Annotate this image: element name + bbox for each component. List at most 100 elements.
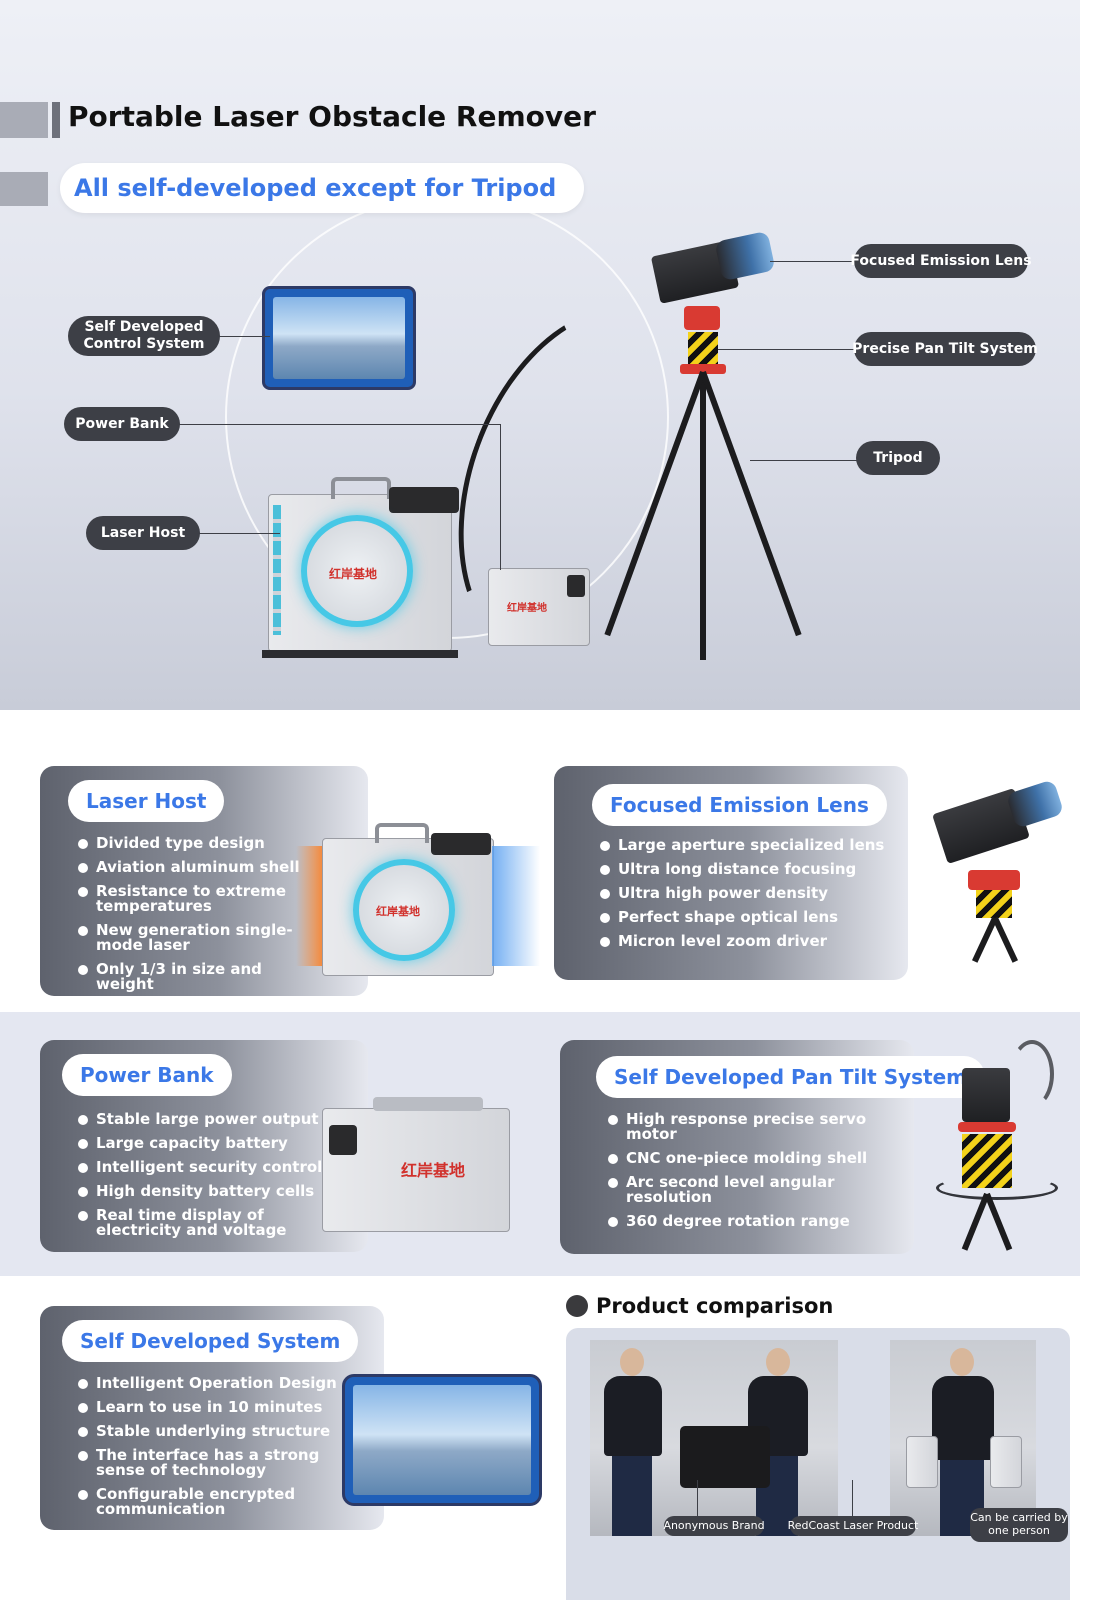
bullet-item: Learn to use in 10 minutes <box>78 1400 338 1415</box>
bullet-item: Large aperture specialized lens <box>600 838 890 853</box>
bullet-item: Large capacity battery <box>78 1136 348 1151</box>
leader-control <box>210 336 270 337</box>
leader-laser-host <box>190 533 280 534</box>
arrow-anonymous <box>697 1480 698 1516</box>
leader-focused-lens <box>770 261 860 262</box>
bullet-item: Real time display of electricity and vol… <box>78 1208 348 1238</box>
bullet-item: Resistance to extreme temperatures <box>78 884 318 914</box>
tablet-screen <box>273 297 405 379</box>
bullet-item: Micron level zoom driver <box>600 934 890 949</box>
pan-tilt-hazard-box <box>688 332 718 364</box>
comparison-title: Product comparison <box>596 1294 834 1318</box>
page-title: Portable Laser Obstacle Remover <box>68 100 596 133</box>
host-handle <box>331 477 391 499</box>
bullet-item: Ultra long distance focusing <box>600 862 890 877</box>
bullet-item: Intelligent security control <box>78 1160 348 1175</box>
host-vent-strip <box>273 505 281 635</box>
host-top-connector <box>389 487 459 513</box>
tag-redcoast-product: RedCoast Laser Product <box>788 1516 918 1536</box>
lens-product-hazard <box>976 890 1012 918</box>
person-body <box>604 1376 662 1456</box>
subtitle-pill: All self-developed except for Tripod <box>60 163 585 213</box>
person-head <box>766 1348 790 1376</box>
tilt-arrow-icon <box>1010 1040 1054 1108</box>
power-bank-handle <box>373 1097 483 1111</box>
host-glow-ring <box>301 515 413 627</box>
host-top-connector <box>431 833 491 855</box>
card-title: Self Developed Pan Tilt System <box>596 1056 986 1098</box>
lens-product-barrel <box>1005 779 1065 829</box>
bullet-item: High response precise servo motor <box>608 1112 908 1142</box>
callout-focused-lens: Focused Emission Lens <box>850 244 1032 278</box>
host-logo: 红岸基地 <box>376 905 420 918</box>
leader-pan-tilt <box>718 349 860 350</box>
tripod-right-leg <box>700 370 802 637</box>
bullet-item: Perfect shape optical lens <box>600 910 890 925</box>
tripod-center-leg <box>700 372 706 660</box>
bullet-item: CNC one-piece molding shell <box>608 1151 908 1166</box>
bullet-item: 360 degree rotation range <box>608 1214 908 1229</box>
callout-tripod: Tripod <box>856 441 940 475</box>
bullet-item: Only 1/3 in size and weight <box>78 962 318 992</box>
pan-tilt-product-red <box>958 1122 1016 1132</box>
card-system: Self Developed System Intelligent Operat… <box>40 1306 384 1530</box>
comparison-heading: Product comparison <box>566 1294 833 1318</box>
lens-product-tilt <box>968 870 1020 890</box>
person-head <box>950 1348 974 1376</box>
lens-product-leg-right <box>992 916 1019 963</box>
leader-tripod <box>750 460 860 461</box>
pan-tilt-red <box>684 306 720 330</box>
rotation-arrow-icon <box>936 1176 1058 1200</box>
card-focused-lens: Focused Emission Lens Large aperture spe… <box>554 766 908 980</box>
bullet-item: High density battery cells <box>78 1184 348 1199</box>
control-tablet-image <box>262 286 416 390</box>
host-handle <box>375 823 429 843</box>
bullet-list: High response precise servo motor CNC on… <box>608 1112 908 1238</box>
card-title: Focused Emission Lens <box>592 784 887 826</box>
comparison-photo-redcoast <box>890 1340 1036 1536</box>
power-bank-product: 红岸基地 <box>322 1097 510 1232</box>
subtitle-accent-bar <box>0 172 48 206</box>
card-title: Laser Host <box>68 780 225 822</box>
host-logo: 红岸基地 <box>328 567 377 581</box>
card-title: Power Bank <box>62 1054 232 1096</box>
bullet-item: The interface has a strong sense of tech… <box>78 1448 338 1478</box>
bullet-item: Ultra high power density <box>600 886 890 901</box>
power-bank-display <box>329 1125 357 1155</box>
bullet-list: Stable large power output Large capacity… <box>78 1112 348 1247</box>
bullet-item: New generation single-mode laser <box>78 923 318 953</box>
hero-section: Portable Laser Obstacle Remover All self… <box>0 0 1080 710</box>
bullet-item: Intelligent Operation Design <box>78 1376 338 1391</box>
power-bank-logo: 红岸基地 <box>507 603 547 614</box>
bullet-item: Configurable encrypted communication <box>78 1487 338 1517</box>
bullet-item: Arc second level angular resolution <box>608 1175 908 1205</box>
bullet-item: Stable underlying structure <box>78 1424 338 1439</box>
comparison-photo-competitor <box>590 1340 838 1536</box>
tag-carry-one-person: Can be carried by one person <box>970 1508 1068 1542</box>
system-tablet-image <box>342 1374 542 1506</box>
leader-power-bank <box>170 424 500 425</box>
bullet-list: Intelligent Operation Design Learn to us… <box>78 1376 338 1526</box>
bullet-list: Divided type design Aviation aluminum sh… <box>78 836 318 1001</box>
callout-power-bank: Power Bank <box>64 407 180 441</box>
power-bank-image: 红岸基地 <box>488 568 590 646</box>
tag-anonymous-brand: Anonymous Brand <box>663 1516 765 1536</box>
person-legs <box>612 1456 652 1536</box>
comparison-panel: Anonymous Brand RedCoast Laser Product C… <box>566 1328 1070 1600</box>
tripod-head <box>680 364 726 374</box>
tablet-screen <box>353 1385 531 1495</box>
bullet-list: Large aperture specialized lens Ultra lo… <box>600 838 890 958</box>
person-body <box>932 1376 994 1460</box>
competitor-case <box>680 1426 770 1488</box>
lens-barrel <box>714 230 776 282</box>
bullet-item: Divided type design <box>78 836 318 851</box>
title-accent-bar <box>0 102 48 138</box>
arrow-redcoast <box>852 1480 853 1516</box>
heading-dot-icon <box>566 1295 588 1317</box>
pan-tilt-product-top <box>962 1068 1010 1122</box>
carried-power-bank <box>990 1436 1022 1488</box>
bullet-item: Aviation aluminum shell <box>78 860 318 875</box>
leader-power-bank-v <box>500 424 501 570</box>
callout-pan-tilt: Precise Pan Tilt System <box>852 332 1038 366</box>
card-title: Self Developed System <box>62 1320 359 1362</box>
